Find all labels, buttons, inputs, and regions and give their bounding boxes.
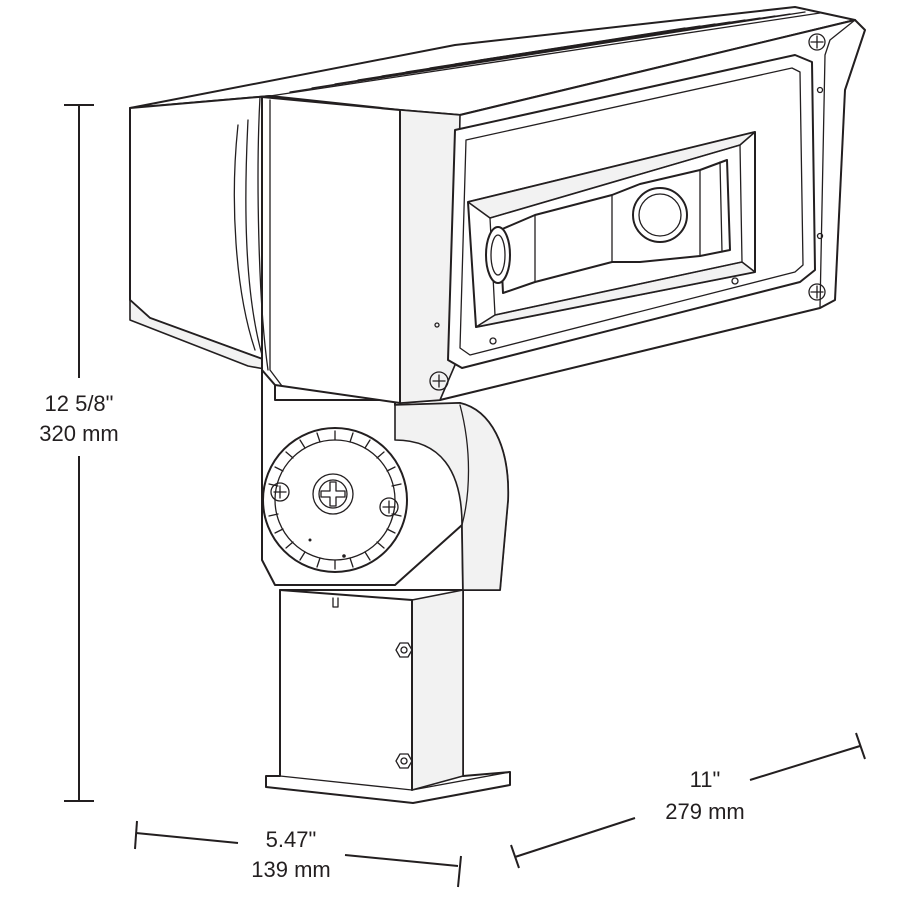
fixture-head xyxy=(129,6,866,404)
knuckle-disc xyxy=(262,427,408,573)
width-metric-label: 139 mm xyxy=(251,857,330,882)
led-optic-lens xyxy=(632,187,688,243)
knuckle-mount xyxy=(261,365,510,591)
bezel-screw-bottom-right xyxy=(808,283,826,301)
led-module xyxy=(485,159,731,294)
depth-imperial-label: 11" xyxy=(690,767,721,792)
knuckle-side-screw-right xyxy=(379,497,399,517)
width-imperial-label: 5.47" xyxy=(266,827,317,852)
base-hex-screw-upper xyxy=(395,642,413,658)
depth-line-right xyxy=(749,745,861,781)
width-right-tick xyxy=(457,855,462,888)
height-metric-label: 320 mm xyxy=(39,421,118,446)
led-side-lens xyxy=(485,226,511,284)
base-hex-screw-lower xyxy=(395,753,413,769)
height-imperial-label: 12 5/8" xyxy=(45,391,114,416)
width-dimension: 5.47" 139 mm xyxy=(134,820,462,888)
heatsink-fins xyxy=(269,11,821,97)
height-dimension: 12 5/8" 320 mm xyxy=(39,104,119,802)
width-line-left xyxy=(135,832,239,844)
depth-line-left xyxy=(514,817,636,858)
slipfitter-base xyxy=(265,589,511,804)
bezel-screw-top-right xyxy=(808,33,826,51)
depth-metric-label: 279 mm xyxy=(665,799,744,824)
knuckle-center-bolt xyxy=(312,473,354,515)
depth-dimension: 11" 279 mm xyxy=(510,732,866,869)
knuckle-side-screw-left xyxy=(270,482,290,502)
bezel-screw-bottom-left xyxy=(429,371,449,391)
phillips-screw-icon xyxy=(320,481,346,507)
depth-right-tick xyxy=(855,732,866,760)
width-left-tick xyxy=(134,820,138,850)
knuckle-disc-teeth xyxy=(268,430,402,570)
width-line-right xyxy=(344,854,459,867)
